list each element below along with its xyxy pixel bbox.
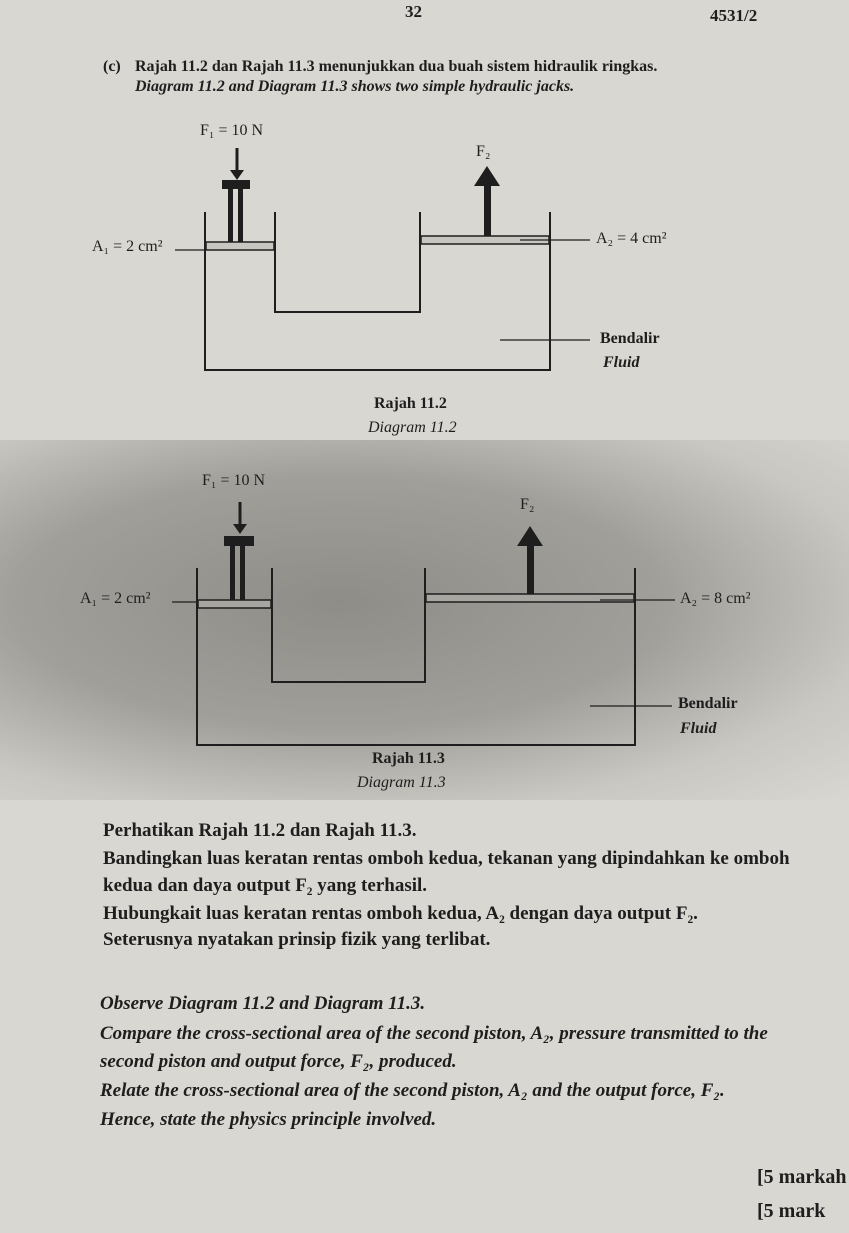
instruction-ms-3: kedua dan daya output F₂ yang terhasil. — [103, 875, 428, 896]
marks-ms: [5 markah — [757, 1166, 846, 1189]
d1-fluid-en: Fluid — [603, 354, 640, 371]
instruction-en-4: Relate the cross-sectional area of the s… — [100, 1080, 725, 1101]
d1-f1-label: F₁ = 10 N — [200, 122, 264, 139]
d2-f1-label: F₁ = 10 N — [202, 472, 266, 489]
instruction-en-1: Observe Diagram 11.2 and Diagram 11.3. — [100, 993, 426, 1014]
d2-f2-label: F₂ — [520, 496, 535, 513]
paper-code: 4531/2 — [710, 6, 758, 25]
d2-a2-label: A₂ = 8 cm² — [680, 590, 751, 607]
d2-caption-ms: Rajah 11.3 — [372, 750, 445, 767]
diagram-11-3-jack — [172, 502, 675, 746]
arrow-up-f2-icon — [527, 544, 534, 594]
d2-fluid-en: Fluid — [680, 720, 717, 737]
instruction-ms-4: Hubungkait luas keratan rentas omboh ked… — [103, 903, 698, 924]
diagram-11-2-jack — [175, 148, 590, 371]
marks-ms-text: [5 markah — [757, 1166, 847, 1188]
question-intro-ms: Rajah 11.2 dan Rajah 11.3 menunjukkan du… — [135, 58, 658, 75]
d1-f2-label: F₂ — [476, 143, 491, 160]
question-label: (c) — [103, 58, 121, 75]
d2-caption-en: Diagram 11.3 — [357, 774, 446, 791]
piston-handle-icon — [222, 180, 250, 189]
page-number: 32 — [405, 2, 422, 21]
instruction-en-5: Hence, state the physics principle invol… — [100, 1109, 437, 1130]
d2-fluid-ms: Bendalir — [678, 695, 738, 712]
question-intro-en: Diagram 11.2 and Diagram 11.3 shows two … — [135, 78, 575, 95]
instruction-ms-1: Perhatikan Rajah 11.2 dan Rajah 11.3. — [103, 820, 417, 841]
piston-handle-icon — [224, 536, 254, 546]
instruction-en-3: second piston and output force, F₂, prod… — [100, 1051, 457, 1072]
marks-en-text: [5 mark — [757, 1200, 826, 1222]
d1-caption-en: Diagram 11.2 — [368, 419, 457, 436]
d1-fluid-ms: Bendalir — [600, 330, 660, 347]
d1-a2-label: A₂ = 4 cm² — [596, 230, 667, 247]
instruction-ms-5: Seterusnya nyatakan prinsip fizik yang t… — [103, 929, 491, 950]
arrow-up-f2-icon — [484, 184, 491, 236]
instruction-ms-2: Bandingkan luas keratan rentas omboh ked… — [103, 848, 790, 869]
d1-a1-label: A₁ = 2 cm² — [92, 238, 163, 255]
marks-en: [5 mark — [757, 1200, 825, 1223]
d2-a1-label: A₁ = 2 cm² — [80, 590, 151, 607]
instruction-en-2: Compare the cross-sectional area of the … — [100, 1023, 768, 1044]
d1-caption-ms: Rajah 11.2 — [374, 395, 447, 412]
